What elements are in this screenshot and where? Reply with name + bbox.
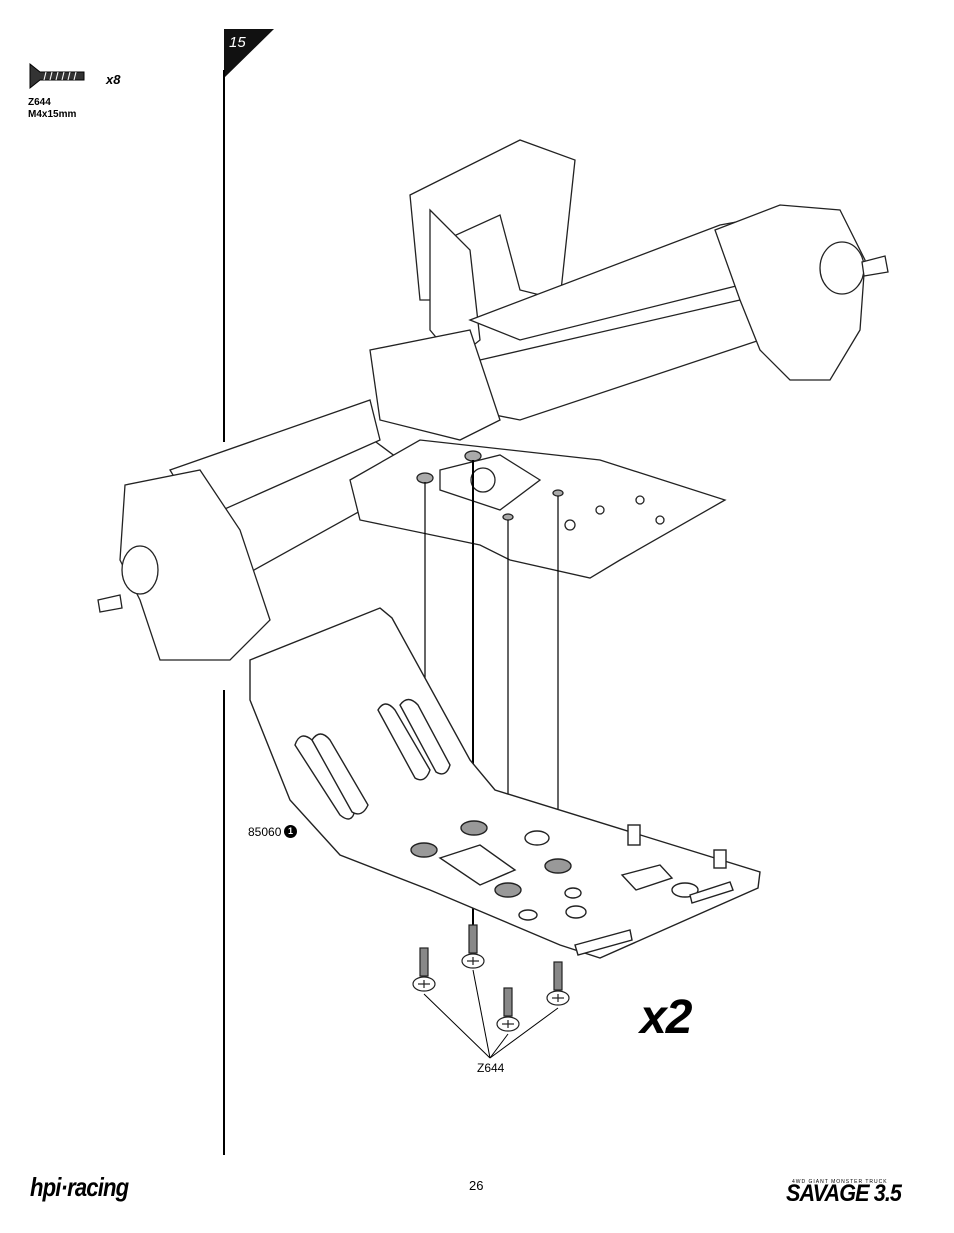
screw-legend-icon [29,62,85,90]
savage-logo-tagline: 4WD GIANT MONSTER TRUCK [792,1179,888,1185]
screw-1 [412,947,436,992]
screw-callout-label: Z644 [477,1061,505,1075]
screw-legend-quantity: x8 [106,72,121,87]
screw-3 [496,987,520,1032]
chassis-assembly [97,139,889,661]
skid-plate [249,607,761,959]
screw-2 [461,924,485,969]
page-number: 26 [469,1178,484,1193]
part-callout-badge: 1 [284,825,297,838]
hpi-racing-logo: hpi·racing [30,1172,129,1202]
part-number-label: 85060 [248,825,282,839]
screws [412,924,570,1032]
step-number: 15 [229,34,246,51]
screw-legend-code: Z644 [28,97,51,108]
screw-4 [546,961,570,1006]
savage-logo: SAVAGE 3.5 [786,1180,902,1207]
screw-leader-lines [423,969,559,1059]
screw-legend-size: M4x15mm [28,109,77,120]
step-badge [224,29,274,78]
assembly-multiplier: x2 [640,991,692,1044]
